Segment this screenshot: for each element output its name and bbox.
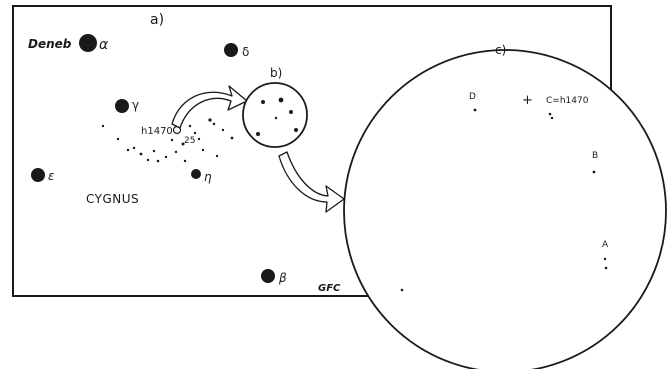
panel-b-stars bbox=[256, 97, 298, 136]
alpha-label: α bbox=[99, 37, 109, 53]
star-gamma bbox=[115, 99, 129, 113]
faint-stars bbox=[101, 118, 234, 163]
field-star-d bbox=[473, 108, 477, 112]
eta-label: η bbox=[204, 170, 212, 184]
cluster-number: 25 bbox=[184, 136, 195, 146]
center-plus: + bbox=[522, 93, 533, 108]
gamma-label: γ bbox=[132, 98, 139, 112]
panel-c-circle bbox=[343, 49, 667, 369]
field-label-d: D bbox=[469, 92, 476, 102]
star-epsilon bbox=[31, 168, 45, 182]
field-star-a bbox=[603, 257, 607, 261]
deneb-label: Deneb bbox=[28, 37, 72, 51]
field-star-c2 bbox=[550, 116, 554, 120]
field-label-b: B bbox=[592, 151, 598, 161]
star-eta bbox=[191, 169, 201, 179]
delta-label: δ bbox=[242, 45, 249, 59]
star-alpha bbox=[79, 34, 97, 52]
field-label-c: C=h1470 bbox=[546, 96, 589, 106]
field-label-a: A bbox=[602, 240, 609, 250]
field-star-b bbox=[592, 170, 596, 174]
cluster-label: h1470 bbox=[141, 126, 173, 137]
epsilon-label: ε bbox=[48, 169, 55, 183]
panel-a-label: a) bbox=[150, 12, 164, 28]
panel-c-label: c) bbox=[495, 43, 506, 57]
panel-b-label: b) bbox=[270, 66, 282, 80]
field-star-c bbox=[548, 112, 552, 116]
beta-label: β bbox=[278, 271, 287, 285]
star-beta bbox=[261, 269, 275, 283]
zoom-arrow-a-to-b bbox=[171, 85, 248, 129]
panel-b-circle bbox=[242, 82, 308, 148]
gfc-label: GFC bbox=[318, 283, 341, 294]
field-star-faint bbox=[400, 288, 404, 292]
star-delta bbox=[224, 43, 238, 57]
constellation-label: CYGNUS bbox=[86, 192, 139, 206]
field-star-a2 bbox=[604, 266, 608, 270]
zoom-arrow-b-to-c bbox=[278, 151, 345, 213]
